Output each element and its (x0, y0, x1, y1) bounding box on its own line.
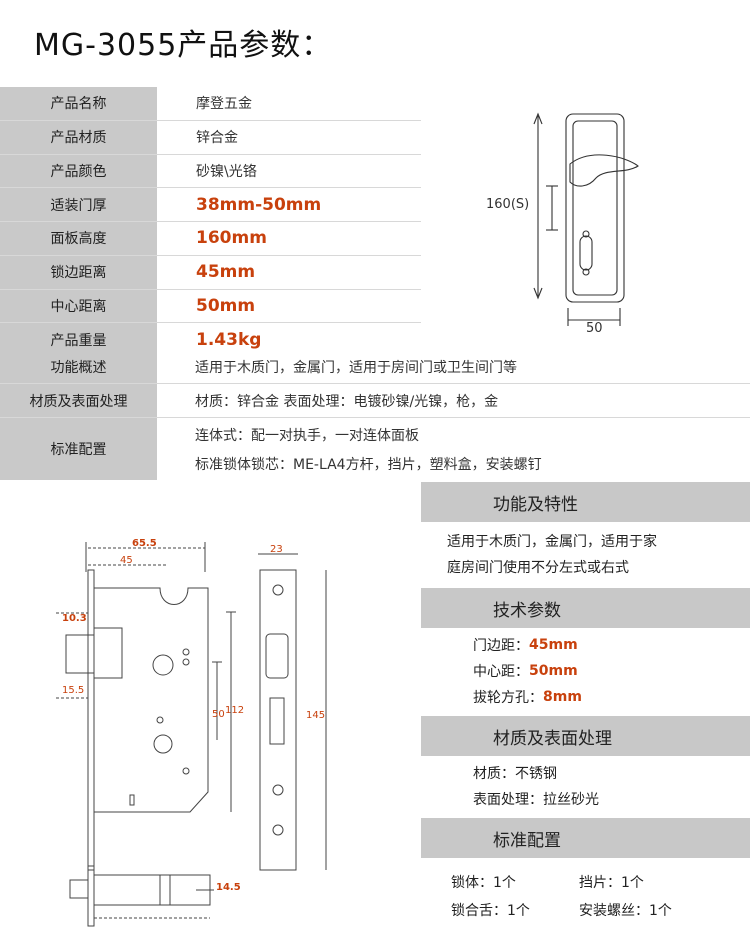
page-title: MG-3055产品参数： (34, 28, 333, 63)
dim-label: 15.5 (62, 685, 84, 696)
tech-key: 拔轮方孔： (473, 690, 543, 706)
tech-line: 中心距：50mm (473, 658, 750, 684)
feature-panel: 功能及特性 适用于木质门，金属门，适用于家 庭房间门使用不分左式或右式 技术参数… (421, 480, 750, 941)
dim-label: 145 (306, 710, 325, 721)
tech-line: 门边距：45mm (473, 632, 750, 658)
latch (65, 634, 95, 674)
standard-value: 连体式：配一对执手，一对连体面板 标准锁体锁芯：ME-LA4方杆，挡片，塑料盒，… (158, 418, 750, 480)
standard-line: 连体式：配一对执手，一对连体面板 (195, 427, 419, 444)
material-line: 材质：不锈钢 (473, 766, 557, 782)
material-row: 材质及表面处理 材质：锌合金 表面处理：电镀砂镍/光镍，枪，金 (0, 384, 750, 418)
dim-label: 10.3 (62, 613, 87, 624)
standard-row: 标准配置 连体式：配一对执手，一对连体面板 标准锁体锁芯：ME-LA4方杆，挡片… (0, 418, 750, 480)
spec-row: 产品材质锌合金 (0, 120, 421, 155)
material-line: 表面处理：拉丝砂光 (473, 792, 599, 808)
spec-value: 45mm (158, 255, 421, 289)
spec-label: 适装门厚 (0, 188, 158, 221)
dim-label: 112 (225, 705, 244, 716)
standard-item: 挡片：1个 (579, 875, 644, 891)
handle-width-label: 50 (586, 321, 603, 336)
tech-value: 45mm (529, 637, 578, 653)
lock-case (93, 587, 209, 813)
function-row: 功能概述 适用于木质门，金属门，适用于房间门或卫生间门等 (0, 350, 750, 384)
tech-value: 8mm (543, 689, 582, 705)
spec-row: 产品颜色砂镍\光铬 (0, 154, 421, 189)
tech-line: 拔轮方孔：8mm (473, 684, 750, 710)
standard-item: 安装螺丝：1个 (579, 903, 672, 919)
features-heading: 功能及特性 (421, 480, 750, 522)
standard-line: 标准锁体锁芯：ME-LA4方杆，挡片，塑料盒，安装螺钉 (195, 456, 542, 473)
tech-body: 门边距：45mm 中心距：50mm 拔轮方孔：8mm (421, 628, 750, 714)
dim-label: 50 (212, 709, 225, 720)
spec-label: 产品颜色 (0, 154, 158, 188)
standard-item: 锁合舌：1个 (451, 903, 530, 919)
spec-value: 锌合金 (158, 120, 421, 154)
handle-drawing: 160(S) 50 (486, 112, 639, 336)
function-value: 适用于木质门，金属门，适用于房间门或卫生间门等 (158, 350, 750, 383)
spec-value: 50mm (158, 289, 421, 323)
spec-value: 38mm-50mm (158, 188, 421, 221)
lock-body-drawing: 65.5 45 23 10.3 15.5 50 112 145 14.5 (56, 538, 327, 927)
spec-value: 摩登五金 (158, 87, 421, 120)
spec-label: 锁边距离 (0, 255, 158, 289)
standard-item: 锁体：1个 (451, 875, 516, 891)
features-line: 庭房间门使用不分左式或右式 (447, 560, 629, 576)
material-value: 材质：锌合金 表面处理：电镀砂镍/光镍，枪，金 (158, 384, 750, 417)
face-plate (87, 569, 95, 871)
spec-label: 中心距离 (0, 289, 158, 323)
function-label: 功能概述 (0, 350, 158, 383)
dim-label: 23 (270, 544, 283, 555)
standard-heading: 标准配置 (421, 816, 750, 858)
tech-key: 门边距： (473, 638, 529, 654)
tech-value: 50mm (529, 663, 578, 679)
handle-height-label: 160(S) (486, 197, 529, 212)
spec-row: 产品名称摩登五金 (0, 87, 421, 121)
material-heading: 材质及表面处理 (421, 714, 750, 756)
spec-label: 产品材质 (0, 120, 158, 154)
material-label: 材质及表面处理 (0, 384, 158, 417)
handle-lever (569, 154, 639, 187)
tech-heading: 技术参数 (421, 586, 750, 628)
features-body: 适用于木质门，金属门，适用于家 庭房间门使用不分左式或右式 (421, 522, 750, 586)
spec-label: 产品名称 (0, 87, 158, 120)
standard-body: 锁体：1个 挡片：1个 锁合舌：1个 安装螺丝：1个 (421, 858, 750, 920)
tech-key: 中心距： (473, 664, 529, 680)
dim-arrow-top (533, 112, 543, 125)
standard-label: 标准配置 (0, 418, 158, 480)
dim-arrow-bottom (533, 287, 543, 300)
dim-label: 45 (120, 555, 133, 566)
spec-value: 160mm (158, 222, 421, 255)
dim-label: 65.5 (132, 538, 157, 549)
material-body: 材质：不锈钢 表面处理：拉丝砂光 (421, 756, 750, 816)
spec-label: 面板高度 (0, 222, 158, 255)
dim-label: 14.5 (216, 882, 241, 893)
features-line: 适用于木质门，金属门，适用于家 (447, 534, 657, 550)
handle-plate (565, 113, 625, 303)
strike-plate (259, 569, 297, 871)
spec-value: 砂镍\光铬 (158, 154, 421, 188)
